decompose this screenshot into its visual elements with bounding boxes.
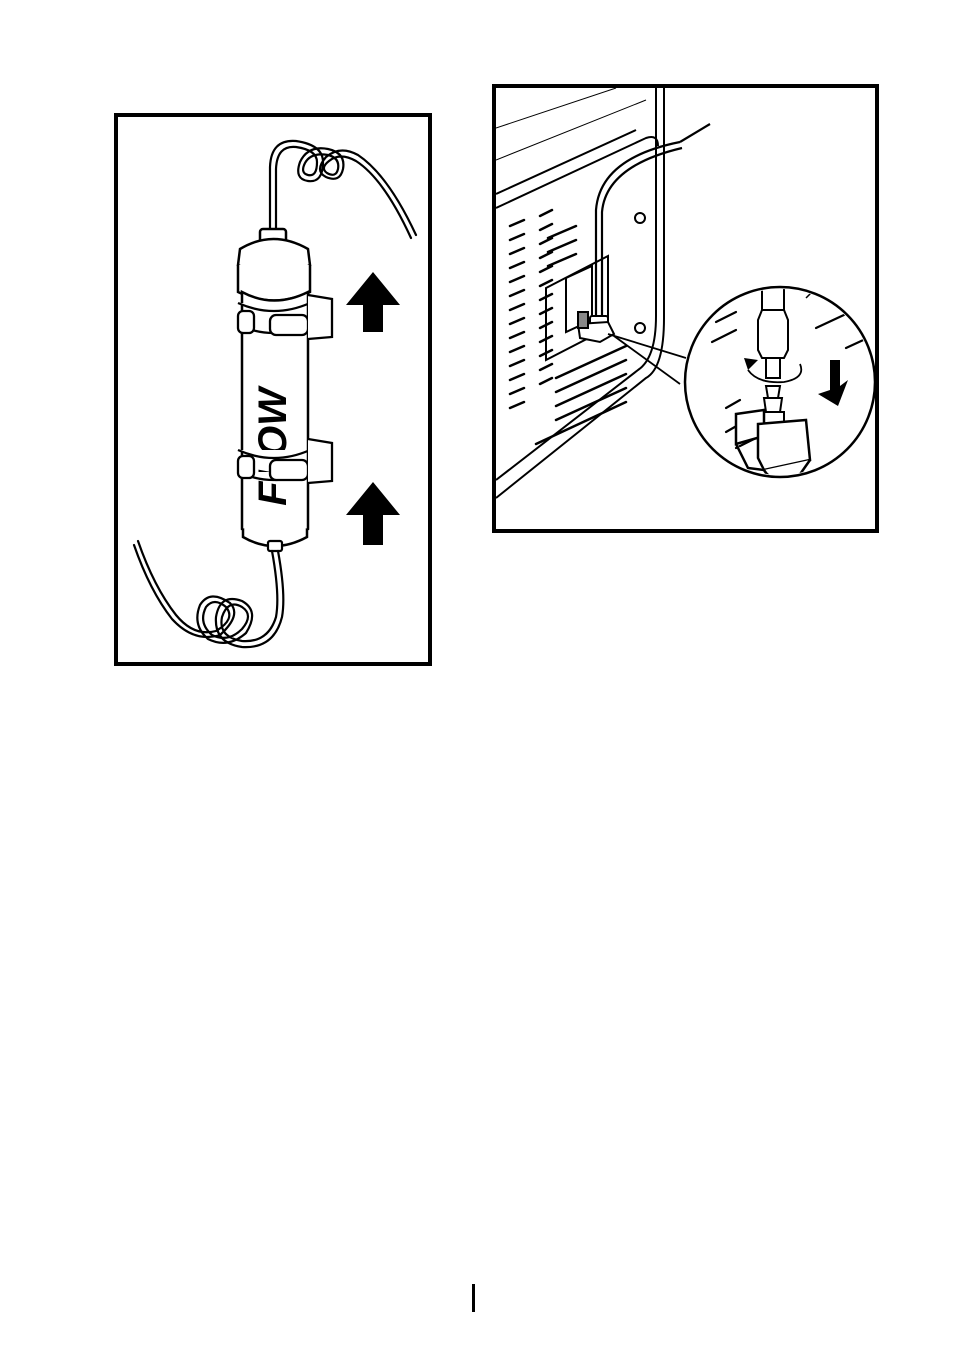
screw-hole-lower bbox=[635, 323, 645, 333]
flow-label: FLOW bbox=[251, 385, 295, 506]
upper-flow-arrow-icon bbox=[346, 272, 400, 332]
filter-illustration: FLOW bbox=[118, 117, 428, 662]
top-tube bbox=[270, 141, 416, 238]
connection-illustration bbox=[496, 88, 875, 529]
filter-top-cap bbox=[238, 229, 310, 301]
bottom-tube bbox=[134, 541, 283, 647]
small-connector bbox=[578, 312, 614, 342]
screw-hole-upper bbox=[635, 213, 645, 223]
connection-figure bbox=[492, 84, 879, 533]
filter-figure: FLOW bbox=[114, 113, 432, 666]
lower-flow-arrow-icon bbox=[346, 482, 400, 545]
page-marker bbox=[472, 1284, 475, 1312]
cabinet-panel bbox=[496, 88, 664, 498]
connector-recess bbox=[546, 256, 608, 360]
magnified-detail bbox=[685, 266, 875, 508]
